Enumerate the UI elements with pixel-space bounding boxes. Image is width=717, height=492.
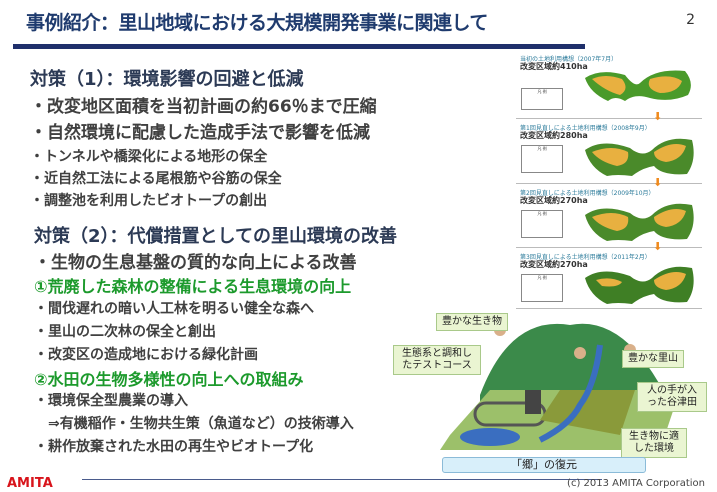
land-use-map	[585, 266, 694, 304]
map-divider	[516, 308, 702, 309]
map-legend: 凡 例	[521, 210, 563, 238]
map-area: 改変区域約270ha	[520, 260, 588, 269]
subheading-paddy: ②水田の生物多様性の向上への取組み	[34, 370, 304, 389]
map-area: 改変区域約280ha	[520, 131, 588, 140]
footer-divider	[82, 479, 602, 480]
slide-title: 事例紹介：里山地域における大規模開発事業に関連して	[26, 12, 488, 34]
label-test-course: 生態系と調和したテストコース	[393, 345, 481, 375]
land-use-map	[585, 138, 694, 176]
label-rich-creatures: 豊かな生き物	[436, 313, 508, 331]
bullet: ・自然環境に配慮した造成手法で影響を低減	[30, 123, 370, 143]
map-legend: 凡 例	[521, 88, 563, 110]
map-legend: 凡 例	[521, 274, 563, 302]
map-divider	[516, 118, 702, 119]
bullet: ・生物の生息基盤の質的な向上による改善	[34, 253, 357, 273]
label-yatsuda: 人の手が入った谷津田	[637, 382, 707, 412]
bullet: ・改変地区面積を当初計画の約66％まで圧縮	[30, 97, 377, 117]
page-number: 2	[686, 12, 695, 28]
sub-bullet: ・調整池を利用したビオトープの創出	[30, 193, 268, 209]
down-arrow-icon: ⬇	[653, 110, 663, 123]
restoration-banner: 「郷」の復元	[442, 457, 646, 473]
subheading-forest: ①荒廃した森林の整備による生息環境の向上	[34, 277, 352, 296]
sub-bullet: ・間伐遅れの暗い人工林を明るい健全な森へ	[34, 301, 314, 317]
section2-heading: 対策（2）：代償措置としての里山環境の改善	[34, 226, 397, 247]
map-caption: 第2回見直しによる土地利用構想（2009年10月）	[520, 190, 655, 197]
copyright: (c) 2013 AMITA Corporation	[567, 478, 705, 489]
map-caption: 第1回見直しによる土地利用構想（2008年9月）	[520, 125, 651, 132]
land-use-map	[585, 70, 691, 101]
map-area: 改変区域約270ha	[520, 196, 588, 205]
sub-bullet: ・近自然工法による尾根筋や谷筋の保全	[30, 171, 282, 187]
amita-logo: AMITA	[7, 476, 53, 491]
sub-bullet: ・耕作放棄された水田の再生やビオトープ化	[34, 439, 314, 455]
map-divider	[516, 183, 702, 184]
down-arrow-icon: ⬇	[653, 240, 663, 253]
section1-heading: 対策（1）：環境影響の回避と低減	[30, 69, 304, 90]
map-caption: 第3回見直しによる土地利用構想（2011年2月）	[520, 254, 651, 261]
map-legend: 凡 例	[521, 145, 563, 173]
sub-bullet: ・改変区の造成地における緑化計画	[34, 347, 258, 363]
land-use-map	[585, 203, 694, 241]
title-divider	[13, 44, 585, 49]
map-area: 改変区域約410ha	[520, 62, 588, 71]
down-arrow-icon: ⬇	[653, 176, 663, 189]
map-caption: 当初の土地利用構想（2007年7月）	[520, 56, 618, 63]
label-rich-satoyama: 豊かな里山	[622, 350, 684, 368]
sub-bullet: ・トンネルや橋梁化による地形の保全	[30, 149, 268, 165]
sub-bullet: ⇒有機稲作・生物共生策（魚道など）の技術導入	[34, 416, 354, 432]
map-divider	[516, 247, 702, 248]
sub-bullet: ・里山の二次林の保全と創出	[34, 324, 216, 340]
satoyama-illustration	[440, 323, 680, 450]
label-suitable-environment: 生き物に適した環境	[621, 428, 687, 458]
sub-bullet: ・環境保全型農業の導入	[34, 393, 188, 409]
